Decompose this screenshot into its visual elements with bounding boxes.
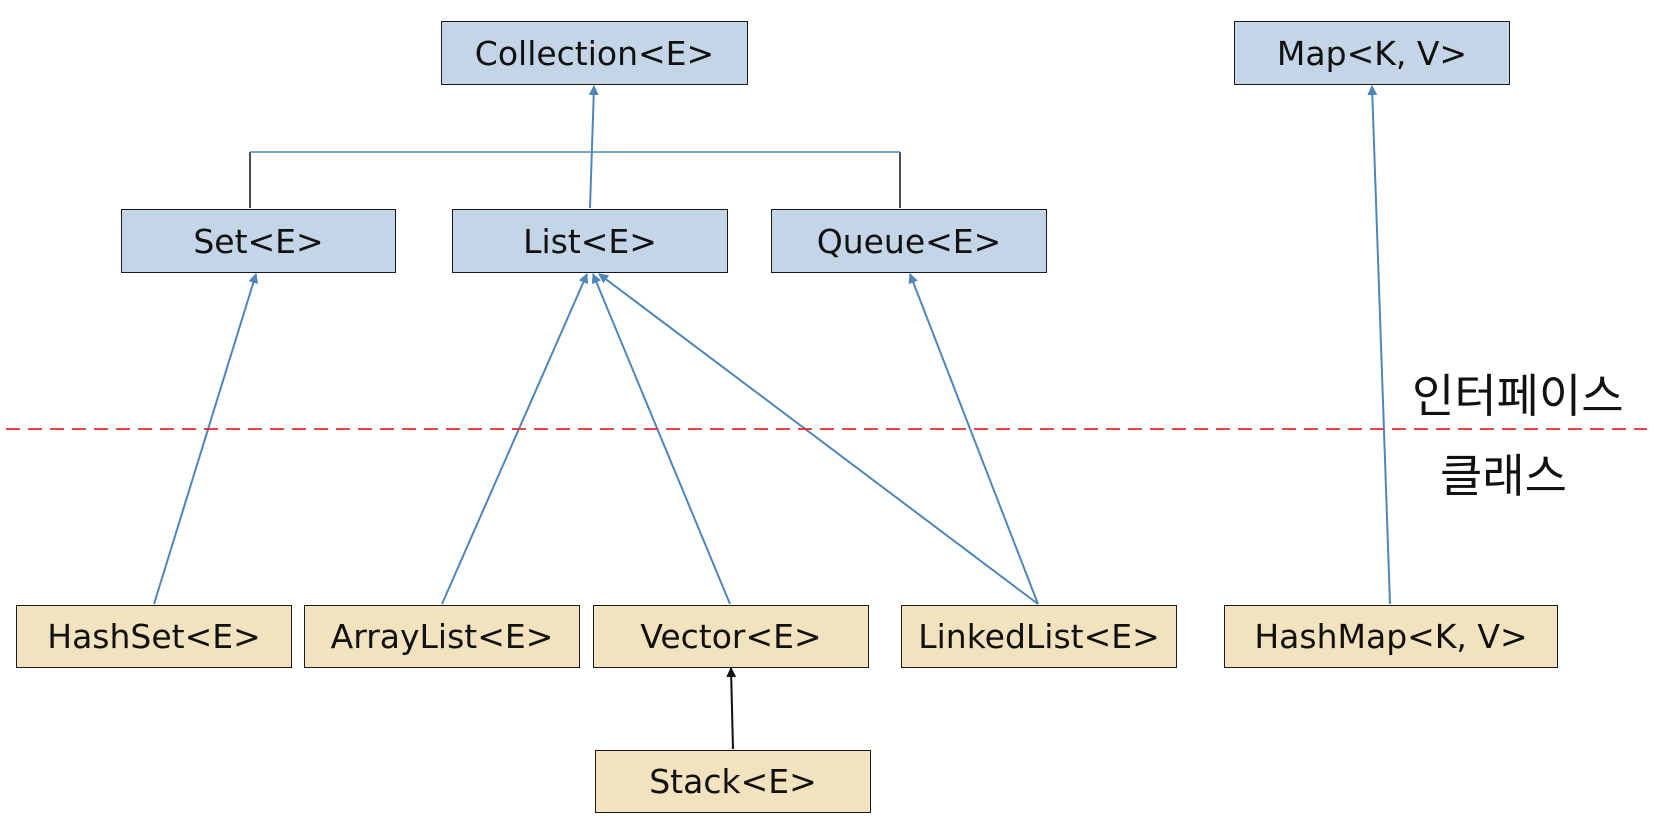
hashmap-class-label: HashMap<K, V> xyxy=(1254,617,1528,656)
hashmap-to-map-arrow xyxy=(1367,85,1391,605)
set-interface-label: Set<E> xyxy=(193,221,324,261)
interface-region-label: 인터페이스 xyxy=(1412,369,1624,423)
hashmap-class: HashMap<K, V> xyxy=(1224,605,1558,668)
queue-interface-label: Queue<E> xyxy=(816,221,1002,261)
arraylist-class: ArrayList<E> xyxy=(304,605,580,668)
class-region-label: 클래스 xyxy=(1440,449,1567,503)
arraylist-class-label: ArrayList<E> xyxy=(330,617,554,656)
stack-class-label: Stack<E> xyxy=(649,762,817,801)
list-interface-label: List<E> xyxy=(523,221,657,261)
linkedlist-class: LinkedList<E> xyxy=(901,605,1177,668)
stack-to-vector-arrow xyxy=(726,667,737,750)
vector-class: Vector<E> xyxy=(593,605,869,668)
list-to-collection-arrow xyxy=(588,85,599,209)
vector-to-list-arrow xyxy=(591,273,731,605)
hashset-to-set-arrow xyxy=(153,273,259,605)
hashset-class: HashSet<E> xyxy=(16,605,292,668)
linkedlist-to-list-arrow xyxy=(598,273,1039,605)
arraylist-to-list-arrow xyxy=(441,273,588,605)
set-interface: Set<E> xyxy=(121,209,396,273)
list-interface: List<E> xyxy=(452,209,728,273)
hashset-class-label: HashSet<E> xyxy=(47,617,261,656)
linkedlist-class-label: LinkedList<E> xyxy=(918,617,1160,656)
collection-interface-label: Collection<E> xyxy=(474,33,715,73)
stack-class: Stack<E> xyxy=(595,750,871,813)
collection-interface: Collection<E> xyxy=(441,21,748,85)
map-interface-label: Map<K, V> xyxy=(1276,33,1468,73)
map-interface: Map<K, V> xyxy=(1234,21,1510,85)
linkedlist-to-queue-arrow xyxy=(908,273,1039,605)
vector-class-label: Vector<E> xyxy=(640,617,822,656)
queue-interface: Queue<E> xyxy=(771,209,1047,273)
